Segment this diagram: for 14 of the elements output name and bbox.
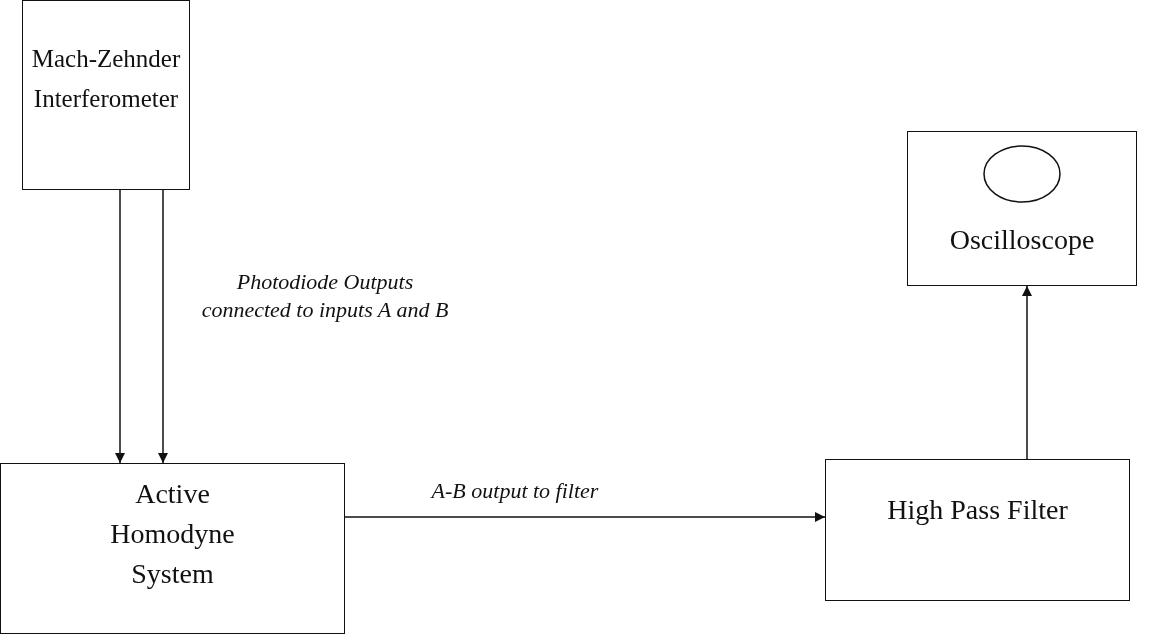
arrow [158,189,168,464]
box-label: Mach-Zehnder Interferometer [30,44,182,114]
process-box [22,0,190,190]
box-label: Active Homodyne System [109,477,236,591]
arrow [344,512,826,522]
process-box [0,463,345,634]
edge-label: Photodiode Outputs connected to inputs A and B [200,268,450,324]
box-label: Oscilloscope [948,223,1096,257]
edge-label: A-B output to filter [429,477,600,505]
process-box [907,131,1137,286]
process-box [825,459,1130,601]
box-label: High Pass Filter [886,493,1069,527]
arrow [115,189,125,464]
arrow [1022,285,1032,460]
